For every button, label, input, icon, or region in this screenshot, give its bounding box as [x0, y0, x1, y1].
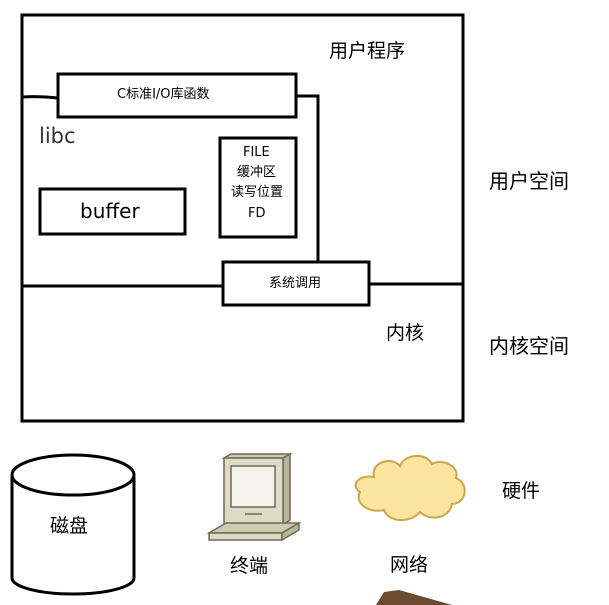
- libc-label: libc: [39, 124, 76, 148]
- system-box: [20, 13, 465, 423]
- kernel-space-label: 内核空间: [489, 334, 569, 358]
- partial-object: [376, 590, 452, 605]
- syscall-label: 系统调用: [269, 276, 322, 291]
- user-space-label: 用户空间: [489, 169, 569, 193]
- buffer-label: buffer: [80, 199, 140, 223]
- stdio-functions-label: C标准I/O库函数: [117, 87, 210, 102]
- libc-line: [21, 95, 59, 100]
- stdio-functions-box: [56, 72, 298, 119]
- hardware-label: 硬件: [502, 480, 541, 502]
- buffer-box: [38, 187, 187, 236]
- file-field-position: 读写位置: [231, 185, 284, 200]
- syscall-box: [221, 260, 371, 307]
- cloud-icon: [354, 455, 466, 521]
- terminal-icon: [206, 452, 302, 542]
- disk-label: 磁盘: [50, 515, 89, 537]
- disk-icon: [10, 453, 136, 596]
- file-field-buffer: 缓冲区: [237, 165, 277, 180]
- stdio-to-syscall-line: [296, 94, 320, 262]
- kernel-label: 内核: [386, 322, 425, 344]
- network-label: 网络: [390, 554, 429, 576]
- file-field-file: FILE: [243, 145, 270, 160]
- terminal-label: 终端: [230, 555, 269, 577]
- file-struct-box: [218, 136, 298, 239]
- file-field-fd: FD: [248, 206, 266, 221]
- user-program-label: 用户程序: [329, 40, 406, 62]
